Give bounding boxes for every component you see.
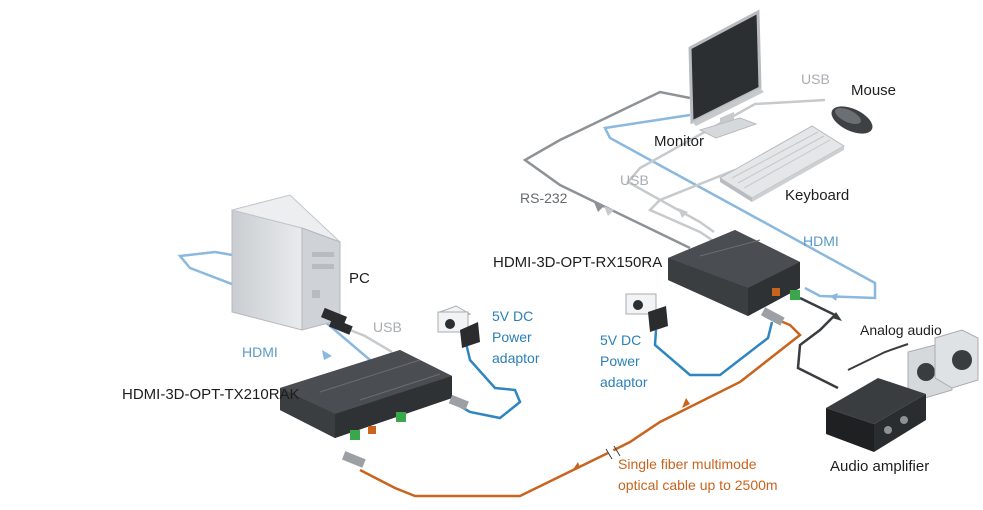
hdmi-label-rx: HDMI (803, 233, 839, 249)
speaker-cable (847, 343, 909, 371)
keyboard-label: Keyboard (785, 187, 849, 204)
transmitter-device (280, 350, 452, 440)
monitor-label: Monitor (654, 133, 704, 150)
hdmi-arrow-rx (830, 293, 838, 301)
hdmi-label-tx: HDMI (242, 344, 278, 360)
rx-fiber-plug (760, 307, 785, 326)
speaker-right (934, 329, 979, 389)
usb-label-tx: USB (373, 319, 402, 335)
tx-fiber-plug (341, 451, 366, 468)
keyboard (719, 125, 845, 202)
audio-arrow (832, 312, 842, 321)
receiver-device (668, 230, 800, 316)
power-cable-rx (653, 321, 774, 377)
monitor (688, 9, 764, 139)
rs232-arrow (594, 202, 604, 212)
usb-label-rx-mid: USB (620, 172, 649, 188)
usb-arrow-rx (604, 206, 614, 216)
tx-power-plug (448, 394, 469, 411)
rs232-label: RS-232 (520, 190, 568, 206)
mouse (831, 106, 873, 134)
transmitter-label: HDMI-3D-OPT-TX210RAK (122, 386, 300, 403)
analog-audio-cable (796, 296, 839, 390)
fiber-arrow-1 (572, 462, 580, 471)
power-label-rx-1: 5V DC (600, 332, 641, 348)
hdmi-cable-rx (603, 113, 877, 300)
power-adaptor-tx (437, 305, 480, 348)
pc-usb-plug (328, 318, 353, 335)
rs232-cable (522, 90, 691, 250)
power-label-tx-2: Power (492, 329, 532, 345)
fiber-label-1: Single fiber multimode (618, 456, 757, 472)
power-label-rx-3: adaptor (600, 374, 648, 390)
audio-amplifier-label: Audio amplifier (830, 458, 929, 475)
fiber-arrow-2 (682, 398, 690, 408)
power-label-rx-2: Power (600, 353, 640, 369)
hdmi-arrow-tx (322, 350, 332, 360)
audio-amplifier (826, 378, 926, 452)
power-cable-tx (457, 342, 522, 420)
usb-cable-rx-mouse (626, 98, 826, 234)
receiver-label: HDMI-3D-OPT-RX150RA (493, 254, 662, 271)
pc-tower (231, 194, 341, 331)
usb-cable-rx-keyboard (647, 168, 736, 242)
power-adaptor-rx (625, 293, 668, 332)
fiber-break (605, 446, 621, 464)
power-label-tx-1: 5V DC (492, 308, 533, 324)
fiber-label-2: optical cable up to 2500m (618, 477, 778, 493)
usb-arrow-rx2 (678, 208, 688, 218)
pc-label: PC (349, 270, 370, 287)
usb-label-rx-top: USB (801, 71, 830, 87)
analog-audio-label: Analog audio (860, 322, 942, 338)
mouse-label: Mouse (851, 82, 896, 99)
fiber-cable (359, 318, 802, 498)
power-label-tx-3: adaptor (492, 350, 540, 366)
